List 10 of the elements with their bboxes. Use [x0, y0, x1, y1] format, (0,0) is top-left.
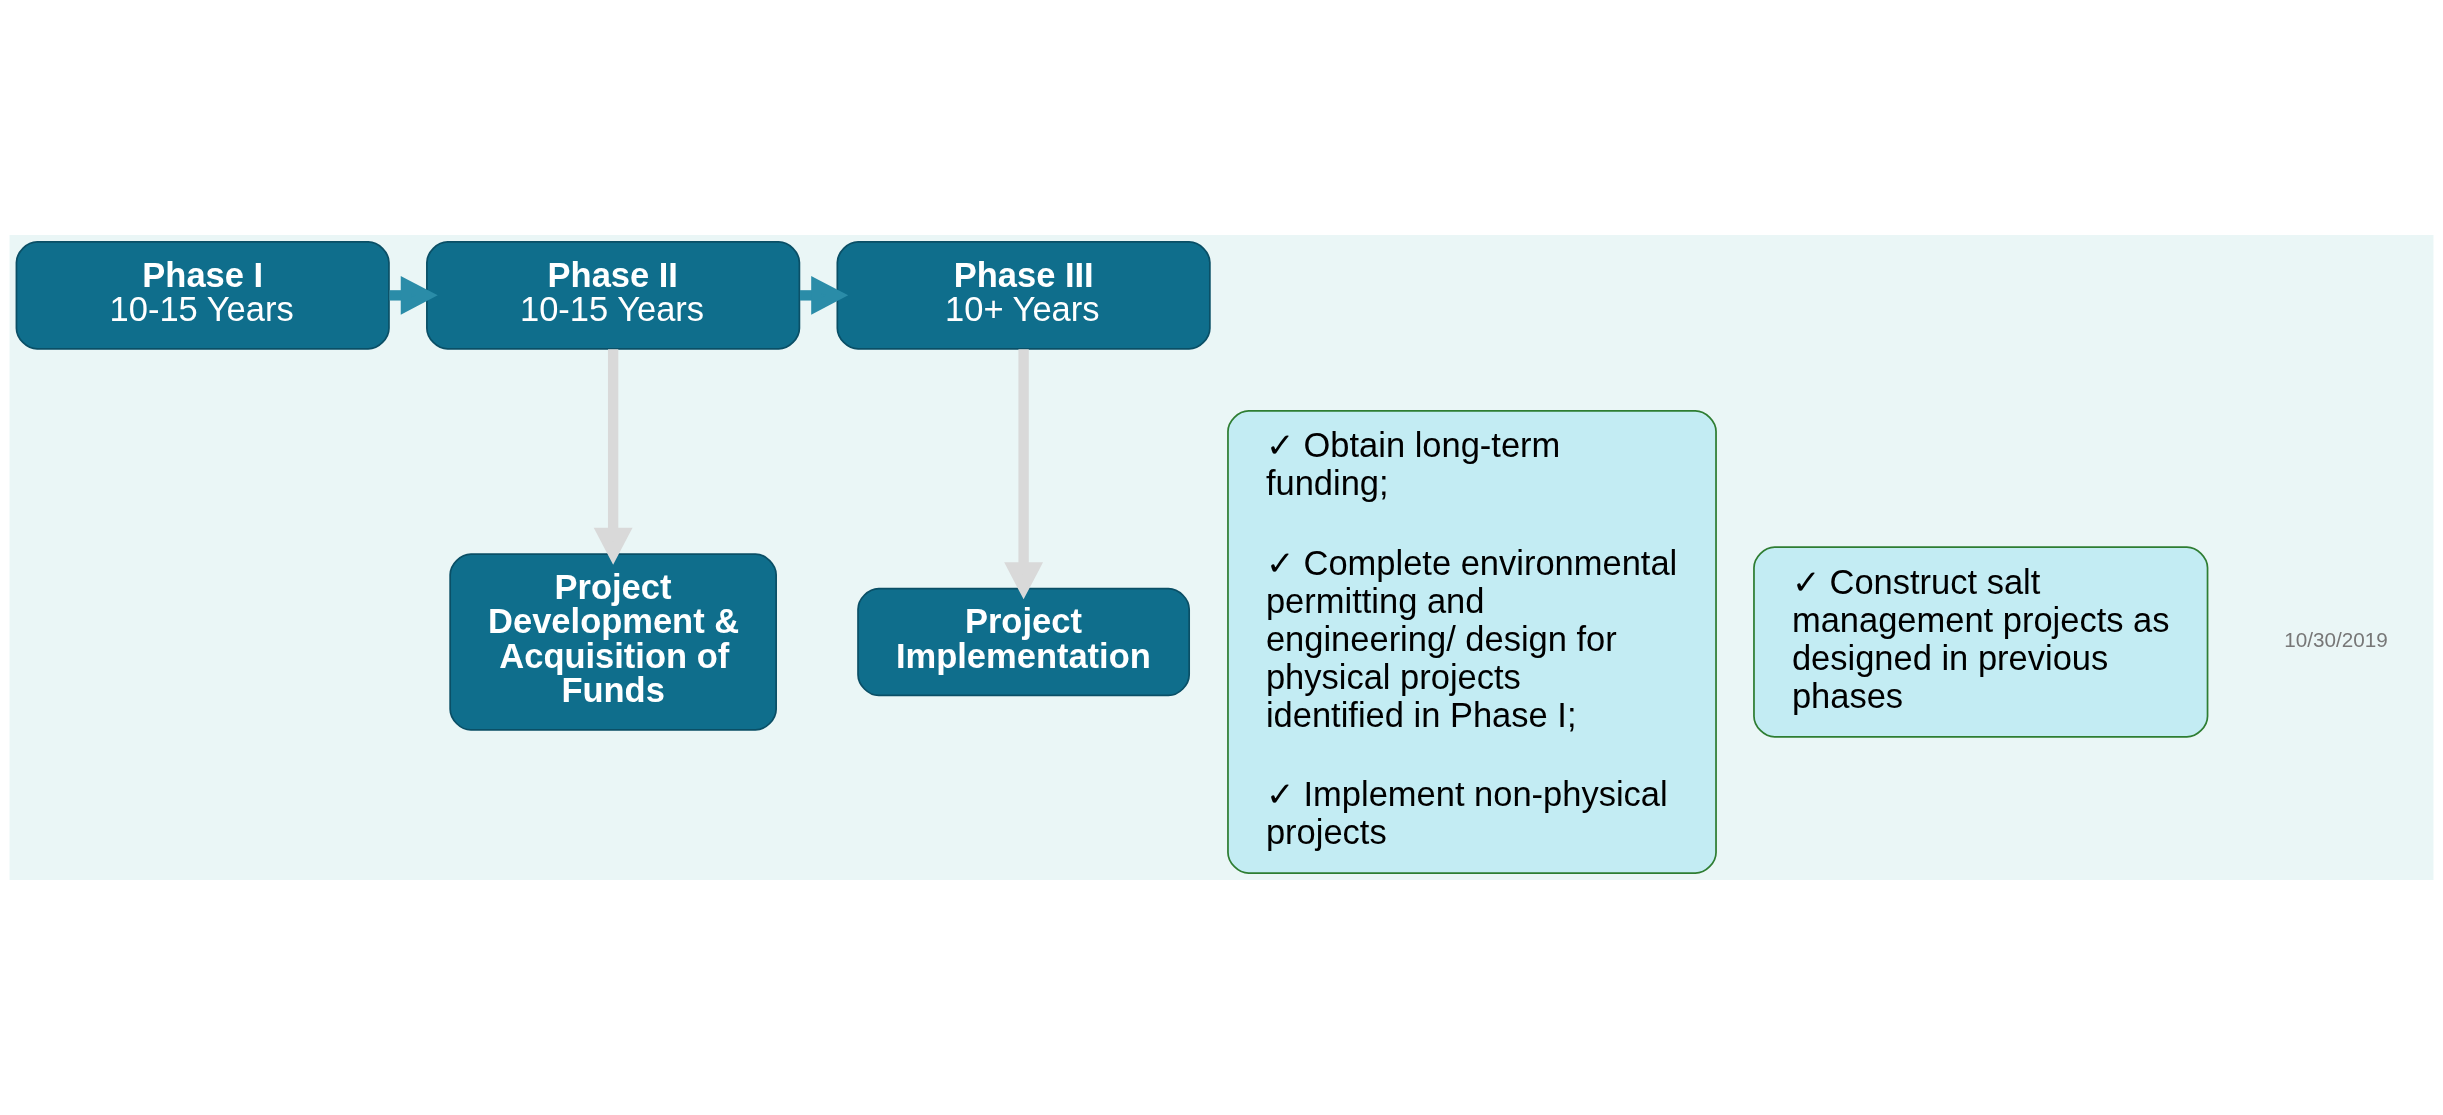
node-box: Project Implementation	[857, 587, 1190, 697]
label: 10/30/2019	[2284, 628, 2388, 652]
node-box: ✓ Construct salt management projects as designed in previous phases	[1753, 546, 2209, 738]
node-box: Phase II 10-15 Years	[426, 241, 801, 350]
node-box: ✓ Obtain long-term funding; ✓ Complete environmental permitting and engineering/ design for physical projects identified in Phase I; ✓ Implement non-physical projects	[1227, 410, 1717, 874]
node-box: Phase III 10+ Years	[836, 241, 1211, 350]
node-box: Phase I 10-15 Years	[15, 241, 390, 350]
arrow	[1004, 349, 1044, 600]
arrow	[593, 349, 633, 565]
node-box: Project Development & Acquisition of Funds	[449, 553, 777, 731]
